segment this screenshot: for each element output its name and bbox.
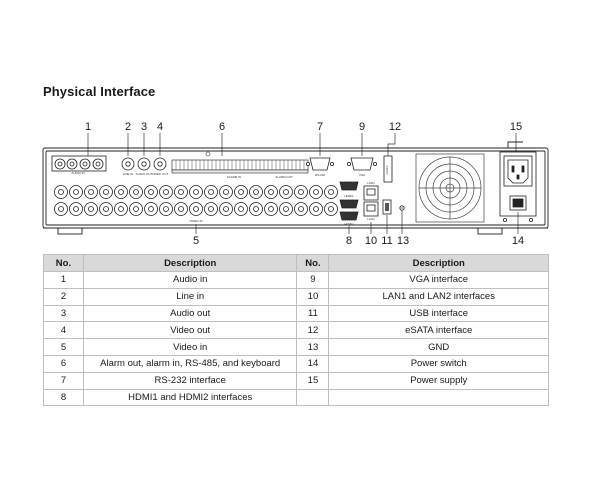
callout-5: 5 [193,235,199,247]
row-number: 12 [296,321,330,340]
row-number: 7 [43,371,84,390]
callout-1: 1 [85,121,91,133]
row-number: 3 [43,304,84,323]
row-number: 4 [43,321,84,340]
row-number: 9 [296,271,330,289]
row-description: Audio in [82,271,298,289]
page-title: Physical Interface [43,84,156,99]
callout-13: 13 [397,235,409,247]
row-number: 6 [43,354,84,373]
column-header-no: No. [43,254,84,272]
svg-text:eSATA: eSATA [385,165,389,174]
row-description: HDMI1 and HDMI2 interfaces [82,388,298,407]
callout-9: 9 [359,121,365,133]
svg-text:VGA: VGA [359,173,365,177]
row-description: LAN1 and LAN2 interfaces [328,287,549,306]
svg-text:AUDIO OUT: AUDIO OUT [136,172,153,176]
row-number: 11 [296,304,330,323]
callout-10: 10 [365,235,377,247]
row-number [296,388,330,407]
callout-7: 7 [317,121,323,133]
row-number: 8 [43,388,84,407]
svg-text:HDMI1: HDMI1 [344,194,354,198]
svg-text:VIDEO OUT: VIDEO OUT [152,172,169,176]
svg-text:ALARM OUT: ALARM OUT [275,175,293,179]
table-row: 4 Video out 12 eSATA interface [43,321,549,340]
callout-8: 8 [346,235,352,247]
row-description: Audio out [82,304,298,323]
callout-4: 4 [157,121,163,133]
row-description: Video in [82,338,298,356]
callout-6: 6 [219,121,225,133]
column-header-description-2: Description [328,254,549,272]
table-row: 3 Audio out 11 USB interface [43,304,549,323]
table-row: 2 Line in 10 LAN1 and LAN2 interfaces [43,287,549,306]
table-row: 8 HDMI1 and HDMI2 interfaces [43,388,549,407]
row-description: VGA interface [328,271,549,289]
row-description: Power supply [328,371,549,390]
table-row: 1 Audio in 9 VGA interface [43,271,549,289]
row-description [328,388,549,407]
svg-text:LINE IN: LINE IN [123,172,134,176]
row-number: 15 [296,371,330,390]
interface-table: No. Description No. Description 1 Audio … [43,254,549,407]
svg-text:LAN1: LAN1 [367,181,375,185]
callout-15: 15 [510,121,522,133]
callout-14: 14 [512,235,524,247]
rear-panel-diagram: 1 2 3 4 6 7 9 12 15 [38,116,562,250]
table-row: 5 Video in 13 GND [43,338,549,356]
callout-2: 2 [125,121,131,133]
callout-3: 3 [141,121,147,133]
row-description: Power switch [328,354,549,373]
row-description: GND [328,338,549,356]
row-number: 1 [43,271,84,289]
row-number: 13 [296,338,330,356]
row-number: 14 [296,354,330,373]
callout-12: 12 [389,121,401,133]
svg-text:AUDIO IN: AUDIO IN [71,171,84,175]
table-row: 6 Alarm out, alarm in, RS-485, and keybo… [43,354,549,373]
column-header-description: Description [82,254,298,272]
column-header-no-2: No. [296,254,330,272]
table-header-row: No. Description No. Description [43,254,549,272]
svg-text:VIDEO IN: VIDEO IN [189,219,202,223]
row-number: 5 [43,338,84,356]
row-description: eSATA interface [328,321,549,340]
row-description: Video out [82,321,298,340]
svg-text:ALARM IN: ALARM IN [227,175,241,179]
svg-text:RS-232: RS-232 [315,173,326,177]
svg-text:LAN2: LAN2 [367,217,375,221]
row-number: 10 [296,287,330,306]
row-description: Line in [82,287,298,306]
row-description: RS-232 interface [82,371,298,390]
row-number: 2 [43,287,84,306]
row-description: USB interface [328,304,549,323]
svg-text:HDMI2: HDMI2 [344,222,354,226]
callout-11: 11 [381,235,392,247]
table-row: 7 RS-232 interface 15 Power supply [43,371,549,390]
row-description: Alarm out, alarm in, RS-485, and keyboar… [82,354,298,373]
